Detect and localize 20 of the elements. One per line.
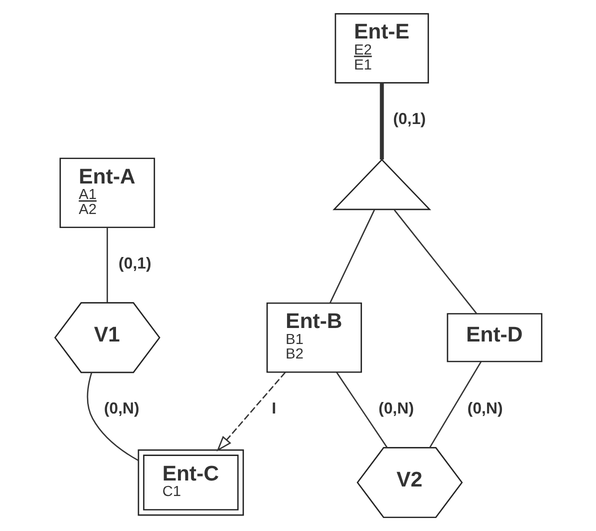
node-box: Ent-C C1	[137, 449, 244, 516]
node-box: Ent-D	[446, 313, 542, 362]
edge-label: (0,1)	[392, 111, 426, 128]
node-box: Ent-B B1 B2	[266, 302, 362, 373]
connector	[336, 372, 388, 448]
connector	[329, 210, 374, 303]
connector	[379, 82, 384, 160]
arrow	[216, 372, 286, 452]
node-triangle	[332, 158, 431, 210]
node-box: Ent-A A1 A2	[59, 158, 155, 228]
edge-label: (0,N)	[103, 400, 139, 418]
edge-label: (0,N)	[378, 400, 414, 418]
connector	[393, 210, 476, 314]
node-box: Ent-E E2 E1	[334, 13, 428, 84]
edge-label: I	[271, 400, 276, 418]
edge-label: (0,N)	[466, 400, 502, 418]
connector	[86, 372, 138, 462]
connector	[428, 361, 482, 448]
connector	[106, 228, 108, 303]
edge-label: (0,1)	[118, 256, 151, 273]
